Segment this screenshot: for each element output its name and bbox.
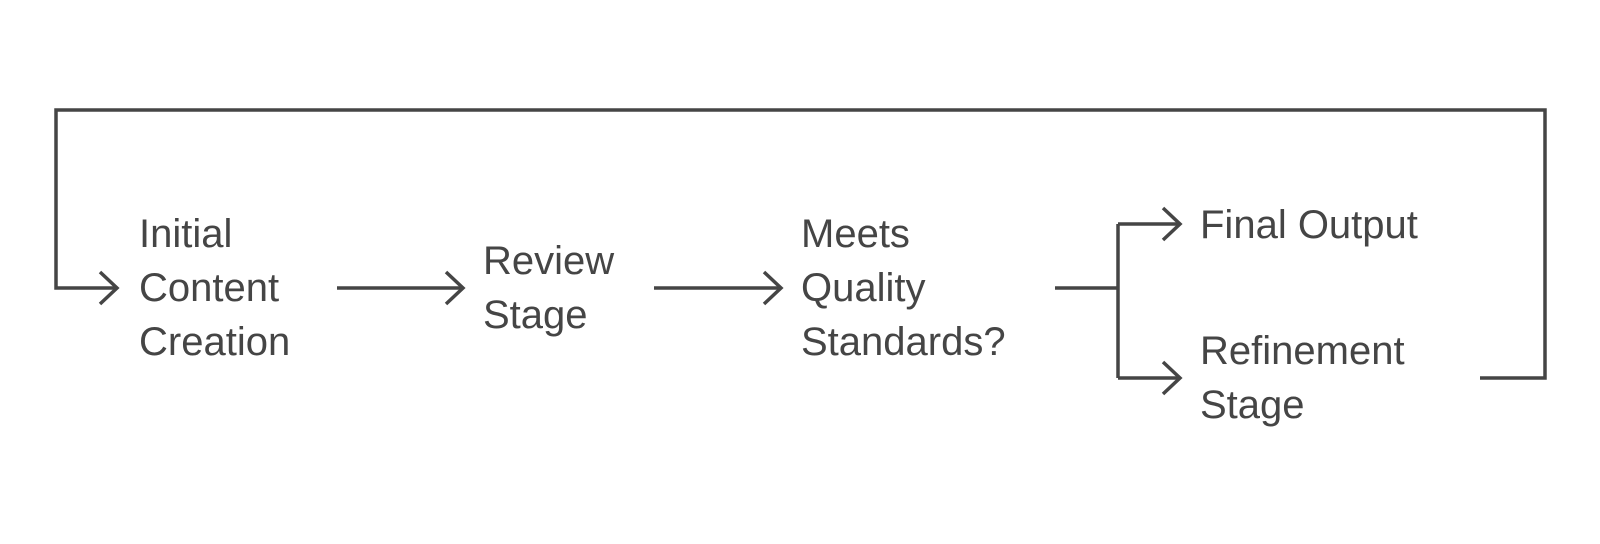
node-initial-content-creation: Initial Content Creation xyxy=(139,212,290,364)
decision-branch-connector xyxy=(1055,224,1120,378)
arrowhead-to-decision xyxy=(762,270,784,306)
node-decision-line-1: Meets xyxy=(801,212,910,256)
node-final-output: Final Output xyxy=(1200,203,1418,247)
node-initial-line-3: Creation xyxy=(139,320,290,364)
node-decision-line-3: Standards? xyxy=(801,320,1006,364)
arrowhead-to-final-output xyxy=(1161,206,1183,242)
node-refinement-line-1: Refinement xyxy=(1200,329,1405,373)
arrowhead-to-initial xyxy=(98,270,120,306)
node-meets-quality-standards: Meets Quality Standards? xyxy=(801,212,1006,364)
node-refinement-stage: Refinement Stage xyxy=(1200,329,1405,427)
arrowhead-to-refinement xyxy=(1161,360,1183,396)
loop-back-connector xyxy=(54,108,1547,380)
node-initial-line-1: Initial xyxy=(139,212,232,256)
node-final-line-1: Final Output xyxy=(1200,203,1418,247)
node-review-stage: Review Stage xyxy=(483,239,614,337)
node-refinement-line-2: Stage xyxy=(1200,383,1305,427)
node-initial-line-2: Content xyxy=(139,266,279,310)
node-decision-line-2: Quality xyxy=(801,266,926,310)
arrowhead-to-review xyxy=(444,270,466,306)
node-review-line-2: Stage xyxy=(483,293,588,337)
node-review-line-1: Review xyxy=(483,239,614,283)
